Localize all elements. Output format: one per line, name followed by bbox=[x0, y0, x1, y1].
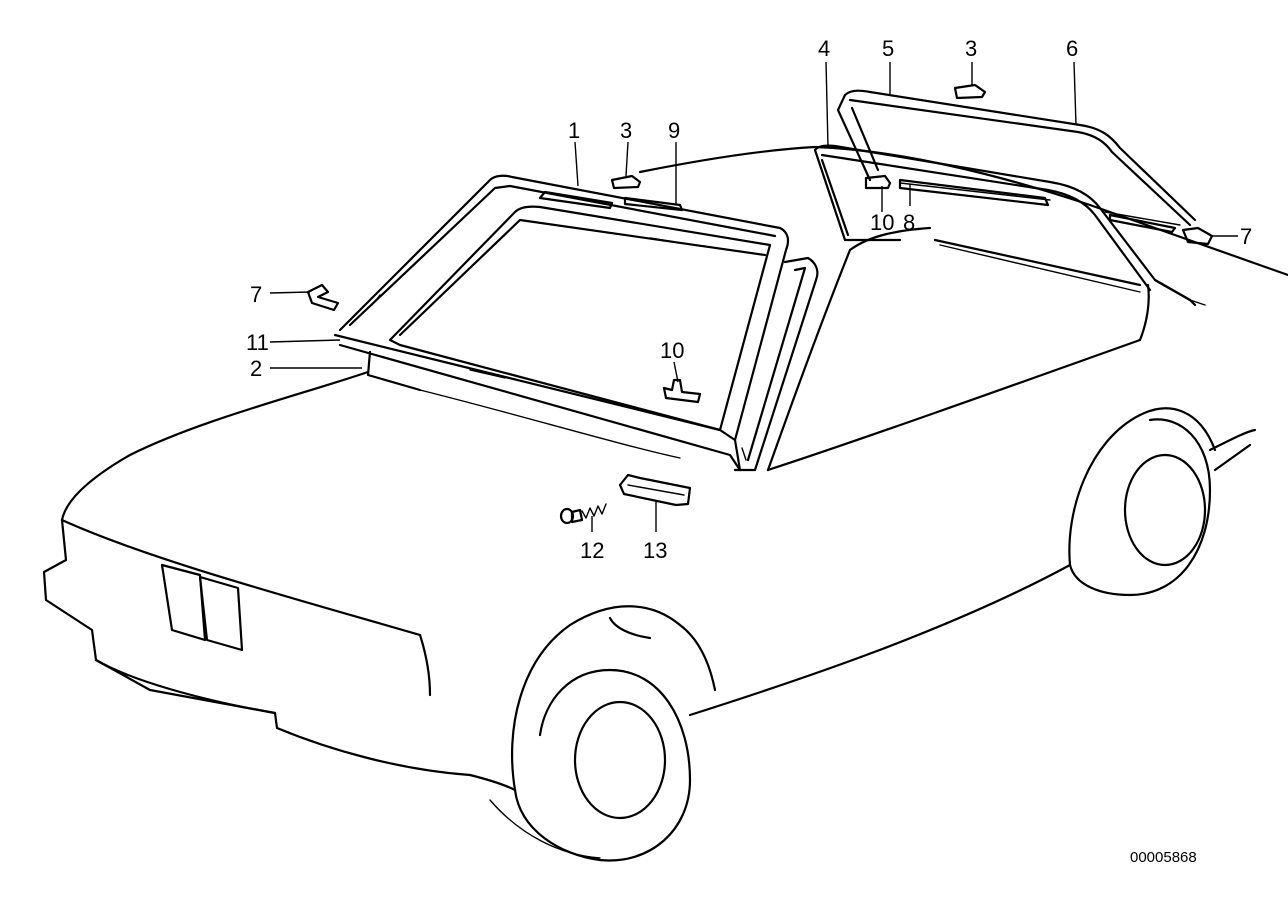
callout-7-rear: 7 bbox=[1240, 224, 1252, 249]
leader-lines bbox=[269, 61, 1238, 532]
callout-6: 6 bbox=[1066, 36, 1078, 61]
callout-3: 3 bbox=[620, 118, 632, 143]
clip-10-windshield bbox=[662, 378, 702, 404]
callout-10: 10 bbox=[660, 338, 684, 363]
car-body-outline bbox=[42, 145, 1288, 862]
bracket-13 bbox=[618, 473, 692, 507]
callout-2: 2 bbox=[250, 356, 262, 381]
callout-3-rear: 3 bbox=[965, 36, 977, 61]
callout-11: 11 bbox=[246, 330, 269, 355]
windshield-assembly bbox=[333, 174, 819, 472]
clip-7-left bbox=[306, 283, 340, 312]
callout-9: 9 bbox=[668, 118, 680, 143]
clip-7-rear bbox=[1181, 226, 1214, 246]
screw-12 bbox=[559, 503, 607, 525]
callout-1: 1 bbox=[568, 118, 580, 143]
clip-3-rear bbox=[953, 83, 987, 100]
rear-window-assembly bbox=[813, 89, 1197, 307]
callout-4: 4 bbox=[818, 36, 830, 61]
callout-8: 8 bbox=[903, 210, 915, 235]
callout-10-rear: 10 bbox=[870, 210, 894, 235]
callout-13: 13 bbox=[643, 538, 667, 563]
callout-7: 7 bbox=[250, 282, 262, 307]
callout-numbers: 1 2 3 3 4 5 6 7 7 8 9 10 10 11 12 13 bbox=[246, 36, 1252, 563]
callout-12: 12 bbox=[580, 538, 604, 563]
callout-5: 5 bbox=[882, 36, 894, 61]
catalog-number: 00005868 bbox=[1130, 849, 1197, 866]
clip-3-windshield bbox=[610, 174, 642, 190]
